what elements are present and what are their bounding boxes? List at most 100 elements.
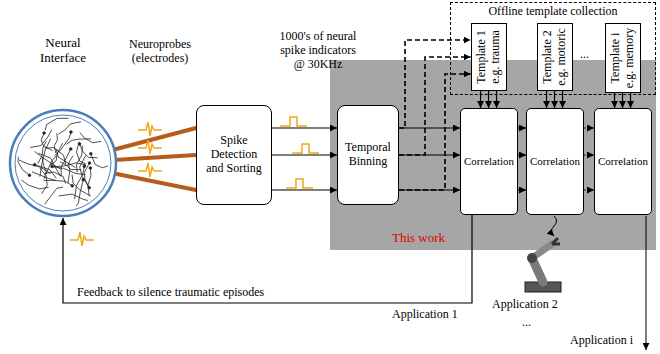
neuron-soma bbox=[90, 152, 93, 155]
neuron-fiber bbox=[58, 122, 81, 134]
neuron-fiber bbox=[59, 194, 88, 200]
arm-joint bbox=[527, 253, 537, 263]
feedback-waveform bbox=[70, 232, 94, 246]
neuron-fiber bbox=[60, 162, 81, 170]
template-label: Template 2e.g. motoric bbox=[541, 28, 569, 86]
connector bbox=[546, 91, 547, 108]
box-label: Correlation bbox=[464, 155, 514, 168]
box-label: Correlation bbox=[598, 155, 648, 168]
node-heading: Offline template collection bbox=[451, 5, 655, 19]
connector bbox=[399, 127, 460, 128]
neuron-fiber bbox=[19, 160, 50, 173]
neuron-fiber bbox=[80, 144, 98, 158]
neuron-fiber bbox=[45, 148, 66, 165]
neural-interface: Neural Interface bbox=[8, 108, 118, 218]
connector bbox=[496, 91, 497, 108]
node-text: e.g. trauma bbox=[489, 30, 503, 84]
neuron-fiber bbox=[80, 156, 90, 188]
connector bbox=[614, 93, 615, 108]
probe-waveform bbox=[138, 163, 162, 177]
neuroprobe bbox=[117, 174, 196, 190]
template-box: Template 2e.g. motoric bbox=[537, 23, 573, 91]
neuron-fiber bbox=[66, 139, 91, 145]
spike-pulse bbox=[286, 179, 313, 188]
connector bbox=[518, 154, 526, 155]
neuron-soma bbox=[78, 143, 81, 146]
node-text: Correlation bbox=[530, 155, 580, 168]
neuron-fiber bbox=[40, 168, 47, 194]
neuron-soma bbox=[69, 148, 72, 151]
neuron-fiber bbox=[45, 118, 68, 130]
node-text: Temporal Binning bbox=[338, 141, 398, 169]
neuron-soma bbox=[43, 132, 46, 135]
neuron-fiber bbox=[72, 174, 90, 195]
edge-label: Feedback to silence traumatic episodes bbox=[75, 286, 266, 300]
process-box: Spike Detection and Sorting bbox=[196, 105, 272, 205]
interface-outline bbox=[10, 110, 116, 216]
node-text: Template 2 bbox=[541, 28, 555, 86]
application-arrow bbox=[646, 216, 647, 350]
arm-gripper bbox=[552, 238, 560, 244]
box-label: Temporal Binning bbox=[338, 141, 398, 169]
neuron-fiber bbox=[45, 187, 63, 204]
neurons bbox=[18, 118, 108, 206]
node-heading: Neural Interface bbox=[28, 36, 98, 66]
connector bbox=[584, 154, 594, 155]
node-text: Correlation bbox=[464, 155, 514, 168]
probe-label: Neuroprobes (electrodes) bbox=[118, 38, 202, 66]
application-arrow bbox=[552, 216, 557, 236]
process-box: Temporal Binning bbox=[337, 105, 399, 205]
connector bbox=[630, 93, 631, 108]
template-label: Template 1e.g. trauma bbox=[475, 30, 503, 84]
template-group: Template 1e.g. trauma Template 2e.g. moto… bbox=[450, 2, 656, 95]
correlation-box: Correlation bbox=[594, 108, 652, 215]
work-label: This work bbox=[392, 231, 445, 246]
connector bbox=[480, 91, 481, 108]
neuron-soma bbox=[51, 165, 54, 168]
connector bbox=[399, 74, 471, 190]
connector bbox=[272, 154, 337, 155]
node-text: e.g. motoric bbox=[555, 28, 569, 86]
correlation-box: Correlation bbox=[526, 108, 584, 215]
probe-waveform bbox=[138, 140, 162, 154]
neuron-fiber bbox=[53, 163, 86, 167]
node-text: Template 1 bbox=[475, 30, 489, 84]
node-text: Template i bbox=[609, 28, 623, 88]
ellipsis: ... bbox=[580, 48, 589, 62]
neuron-fiber bbox=[18, 157, 29, 175]
neuroprobe bbox=[118, 155, 196, 160]
template-box: Template 1e.g. trauma bbox=[471, 23, 507, 91]
neuron-fiber bbox=[21, 180, 48, 189]
neuron-soma bbox=[83, 165, 86, 168]
connector bbox=[622, 93, 623, 108]
neuron-fiber bbox=[84, 163, 89, 188]
application-label: Application 2 bbox=[492, 298, 558, 312]
connector bbox=[488, 91, 489, 108]
interface-outline bbox=[15, 115, 111, 211]
probe-waveform bbox=[138, 122, 162, 136]
neuron-soma bbox=[89, 167, 92, 170]
connector bbox=[518, 189, 526, 190]
box-label: Correlation bbox=[530, 155, 580, 168]
neuron-fiber bbox=[91, 154, 108, 168]
spike-pulse bbox=[280, 117, 307, 126]
connector bbox=[272, 189, 337, 190]
application-label: Application i bbox=[570, 334, 633, 348]
connector bbox=[584, 127, 594, 128]
connector bbox=[554, 91, 555, 108]
template-box: Template ie.g. memory bbox=[605, 23, 641, 93]
node-text: Correlation bbox=[598, 155, 648, 168]
neuron-soma bbox=[71, 185, 74, 188]
connector bbox=[272, 127, 337, 128]
ellipsis: ... bbox=[522, 316, 531, 330]
connector bbox=[63, 215, 472, 303]
node-text: e.g. memory bbox=[623, 28, 637, 88]
signal-label: 1000's of neural spike indicators @ 30KH… bbox=[276, 30, 360, 71]
spike-pulse bbox=[292, 144, 319, 153]
neuron-soma bbox=[88, 162, 91, 165]
correlation-box: Correlation bbox=[460, 108, 518, 215]
node-text: Spike Detection and Sorting bbox=[202, 134, 266, 175]
neuroprobe bbox=[116, 128, 196, 149]
connector bbox=[399, 40, 471, 128]
neuron-soma bbox=[28, 174, 31, 177]
